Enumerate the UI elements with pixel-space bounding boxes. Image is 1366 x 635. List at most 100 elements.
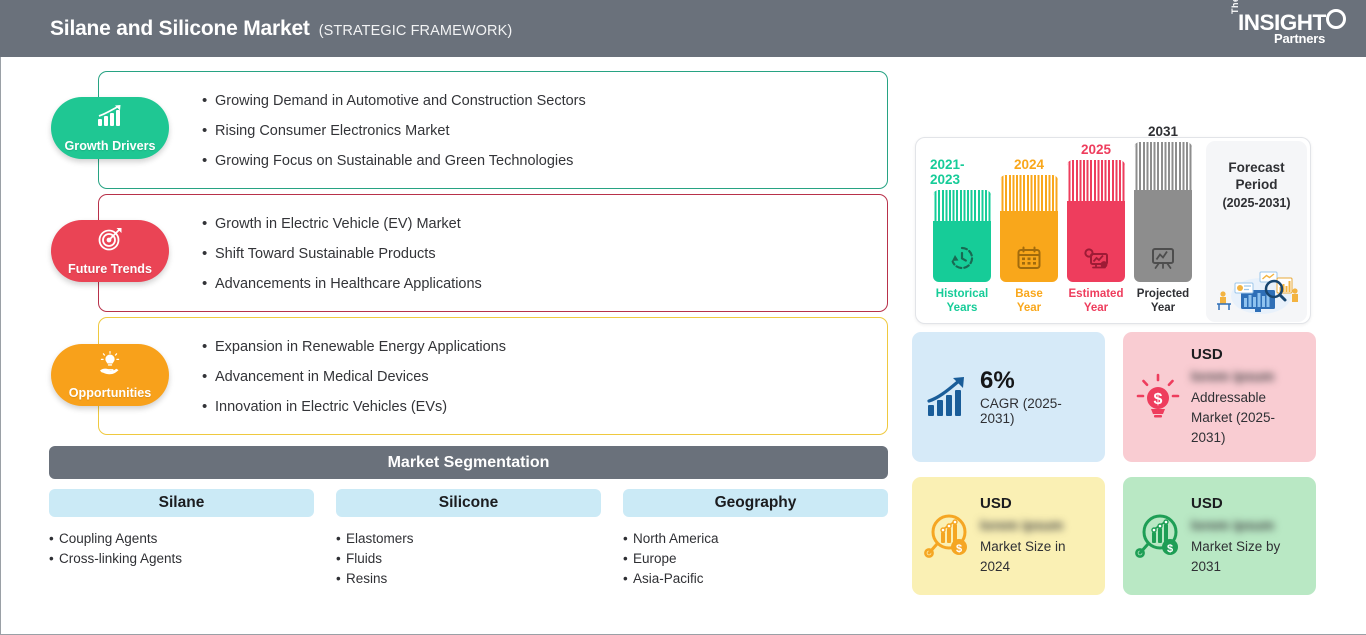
- bar-chart-arrow-icon: [96, 104, 124, 128]
- cagr-value: 6%: [980, 367, 1015, 394]
- page-title: Silane and Silicone Market: [50, 16, 310, 40]
- svg-text:$: $: [1154, 391, 1163, 408]
- list-item: Elastomers: [336, 529, 601, 549]
- market-segmentation-header: Market Segmentation: [49, 446, 888, 479]
- header-title-wrap: Silane and Silicone Market (STRATEGIC FR…: [50, 17, 512, 41]
- logo-insight-text: INSIGHT: [1238, 10, 1326, 35]
- forecast-bar-caption: Historical Years: [936, 287, 988, 315]
- list-item: Expansion in Renewable Energy Applicatio…: [202, 338, 506, 355]
- forecast-bar-base: 2024 B: [997, 157, 1061, 315]
- forecast-bar-stripes: [933, 190, 991, 221]
- segment-item-list: Elastomers Fluids Resins: [336, 529, 601, 589]
- outlook-card-body: USD lorem ipsum Addressable Market (2025…: [1191, 346, 1306, 448]
- forecast-title-line-1: Forecast: [1228, 160, 1285, 175]
- currency-label: USD: [1191, 495, 1223, 512]
- forecast-period-range: (2025-2031): [1222, 196, 1291, 210]
- target-dart-icon: [96, 227, 124, 251]
- forecast-period-panel: 2021-2023 Historical Years 2: [915, 124, 1311, 324]
- forecast-bar: [1000, 175, 1058, 282]
- segment-column-silane: Silane Coupling Agents Cross-linking Age…: [49, 489, 314, 569]
- forecast-period-title: Forecast Period: [1228, 159, 1284, 193]
- badge-opportunities[interactable]: Opportunities: [51, 344, 169, 406]
- forecast-bar-year: 2031: [1147, 124, 1179, 139]
- forecast-bar-historical: 2021-2023 Historical Years: [930, 157, 994, 315]
- list-item: Advancement in Medical Devices: [202, 368, 506, 385]
- badge-label: Future Trends: [68, 262, 152, 276]
- clock-history-icon: [949, 245, 975, 271]
- outlook-card-market-size-2024[interactable]: $ USD lorem ipsum Market Size in 2024: [912, 477, 1105, 595]
- list-item: Growth in Electric Vehicle (EV) Market: [202, 215, 482, 232]
- list-item: Rising Consumer Electronics Market: [202, 122, 586, 139]
- list-item: Coupling Agents: [49, 529, 314, 549]
- badge-future-trends[interactable]: Future Trends: [51, 220, 169, 282]
- list-item: Cross-linking Agents: [49, 549, 314, 569]
- list-item: Innovation in Electric Vehicles (EVs): [202, 398, 506, 415]
- segment-title: Silicone: [336, 489, 601, 517]
- segment-item-list: Coupling Agents Cross-linking Agents: [49, 529, 314, 569]
- insight-partners-logo[interactable]: The INSIGHT Partners: [1226, 0, 1348, 51]
- outlook-card-market-size-2031[interactable]: $ USD lorem ipsum Market Size by 2031: [1123, 477, 1316, 595]
- forecast-bar-year: 2024: [1013, 157, 1045, 172]
- outlook-card-label: Addressable Market (2025-2031): [1191, 390, 1276, 445]
- cagr-label: CAGR (2025-2031): [980, 396, 1062, 426]
- lightbulb-dollar-icon: $: [1133, 372, 1183, 422]
- segment-column-geography: Geography North America Europe Asia-Paci…: [623, 489, 888, 589]
- outlook-card-body: USD lorem ipsum Market Size in 2024: [980, 495, 1095, 577]
- outlook-card-body: 6% CAGR (2025-2031): [980, 367, 1095, 427]
- outlook-card-body: USD lorem ipsum Market Size by 2031: [1191, 495, 1306, 577]
- outlook-card-label: Market Size by 2031: [1191, 539, 1281, 574]
- segment-title-label: Silicone: [438, 494, 499, 511]
- list-item: Asia-Pacific: [623, 569, 888, 589]
- segment-title-label: Silane: [158, 494, 205, 511]
- projection-monitor-icon: [1150, 245, 1176, 271]
- outlook-card-cagr[interactable]: 6% CAGR (2025-2031): [912, 332, 1105, 462]
- panel-bullet-list: Expansion in Renewable Energy Applicatio…: [202, 317, 506, 435]
- blurred-value: lorem ipsum: [1191, 368, 1275, 384]
- blurred-value: lorem ipsum: [980, 517, 1064, 533]
- blurred-value: lorem ipsum: [1191, 517, 1275, 533]
- forecast-bar-stripes: [1134, 142, 1192, 190]
- forecast-bar: [1134, 142, 1192, 282]
- forecast-bar-stripes: [1067, 160, 1125, 201]
- caption-line-1: Estimated: [1068, 288, 1124, 300]
- list-item: Shift Toward Sustainable Products: [202, 245, 482, 262]
- segment-title: Geography: [623, 489, 888, 517]
- calendar-icon: [1016, 245, 1042, 271]
- caption-line-1: Historical: [935, 288, 989, 300]
- forecast-bar-caption: Projected Year: [1137, 287, 1189, 315]
- page-header: Silane and Silicone Market (STRATEGIC FR…: [0, 0, 1366, 57]
- magnifier-chart-dollar-icon: $: [922, 511, 972, 561]
- outlook-card-addressable-market[interactable]: $ USD lorem ipsum Addressable Market (20…: [1123, 332, 1316, 462]
- caption-line-2: Years: [946, 302, 978, 314]
- list-item: Resins: [336, 569, 601, 589]
- forecast-bar-year: 2021-2023: [930, 157, 965, 187]
- badge-label: Growth Drivers: [64, 139, 156, 153]
- caption-line-2: Year: [1150, 302, 1176, 314]
- svg-text:$: $: [1167, 543, 1173, 555]
- forecast-bar-year: 2025: [1080, 142, 1112, 157]
- svg-text:$: $: [956, 543, 962, 555]
- currency-label: USD: [980, 495, 1012, 512]
- estimate-chart-icon: [1083, 245, 1109, 271]
- logo-partners-text: Partners: [1274, 31, 1326, 46]
- market-segmentation-label: Market Segmentation: [387, 453, 550, 471]
- caption-line-1: Projected: [1136, 288, 1190, 300]
- forecast-bar-caption: Estimated Year: [1069, 287, 1124, 315]
- content-area: Growing Demand in Automotive and Constru…: [0, 57, 1366, 635]
- panel-future-trends: Growth in Electric Vehicle (EV) Market S…: [98, 194, 888, 312]
- panel-opportunities: Expansion in Renewable Energy Applicatio…: [98, 317, 888, 435]
- list-item: Europe: [623, 549, 888, 569]
- list-item: Growing Focus on Sustainable and Green T…: [202, 152, 586, 169]
- page-subtitle: (STRATEGIC FRAMEWORK): [318, 22, 513, 39]
- forecast-bar: [933, 190, 991, 282]
- caption-line-2: Year: [1016, 302, 1042, 314]
- forecast-bar-stripes: [1000, 175, 1058, 211]
- forecast-bar-caption: Base Year: [1015, 287, 1043, 315]
- badge-growth-drivers[interactable]: Growth Drivers: [51, 97, 169, 159]
- caption-line-2: Year: [1083, 302, 1109, 314]
- segment-column-silicone: Silicone Elastomers Fluids Resins: [336, 489, 601, 589]
- magnifier-chart-dollar-icon: $: [1133, 511, 1183, 561]
- forecast-bar-projected: 2031 Projected Year: [1131, 124, 1195, 315]
- logo-ring-icon: [1326, 9, 1346, 29]
